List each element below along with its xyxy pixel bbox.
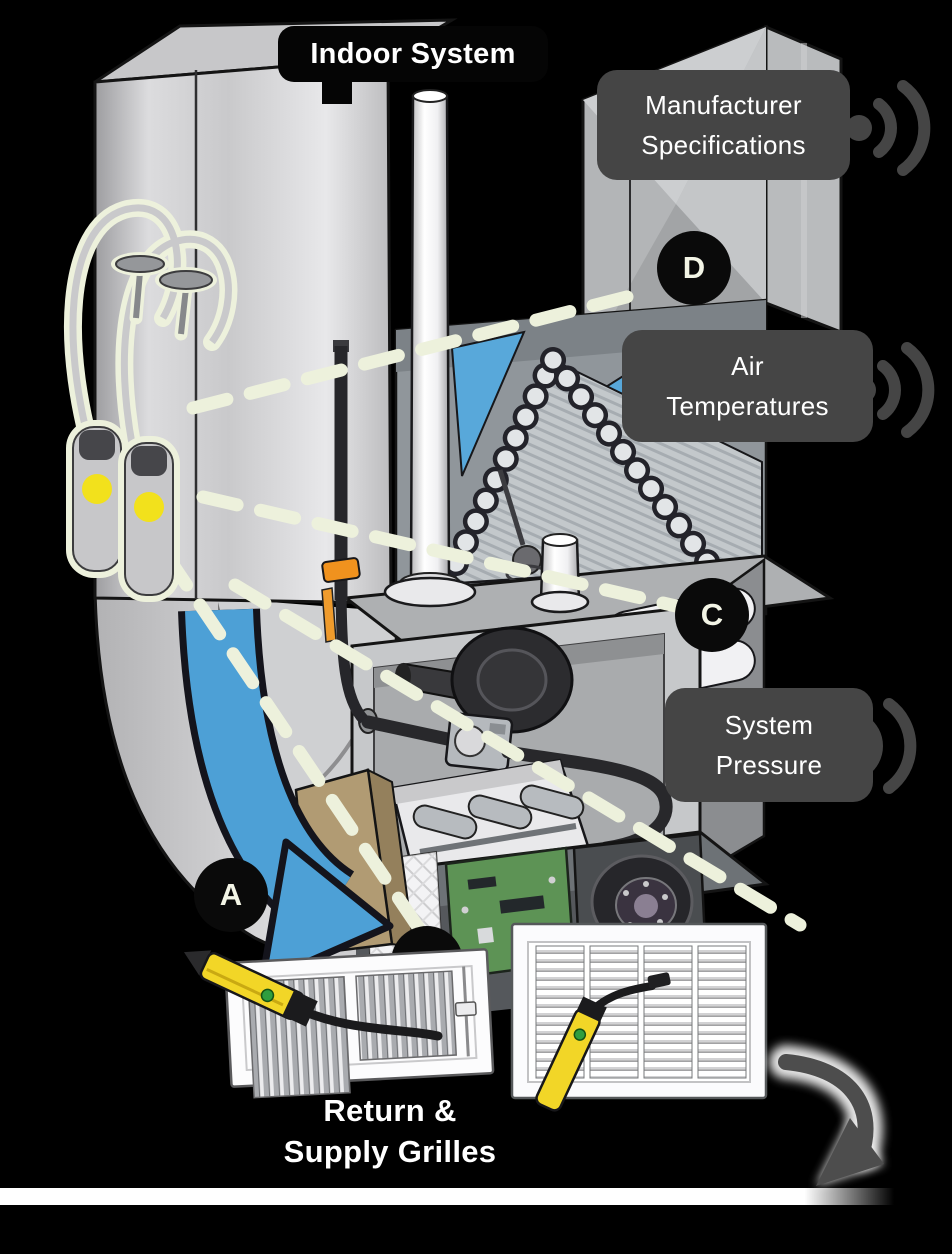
callout-line: Pressure (715, 750, 823, 780)
hand-drawn-arrow (769, 1045, 884, 1186)
callout-manufacturer-specifications[interactable]: Manufacturer Specifications (597, 70, 850, 180)
title-pointer-tab (322, 80, 352, 104)
grille-probe-right (535, 972, 671, 1112)
grille-probe-left (183, 950, 443, 1041)
connector-dashed-b (160, 549, 427, 937)
damper-lever (454, 1001, 477, 1017)
connector-dashed-grille (228, 578, 807, 932)
inducer-blower (395, 626, 574, 734)
temperature-probes (64, 198, 238, 602)
marker-d[interactable]: D (657, 231, 731, 305)
callout-line: Temperatures (666, 391, 829, 421)
gas-shutoff-valve (321, 557, 361, 583)
connector-dashed-d (186, 285, 653, 415)
marker-c[interactable]: C (675, 578, 749, 652)
page-title: Indoor System (278, 26, 548, 82)
callout-line: Specifications (641, 130, 806, 160)
coil-baffle-blue-left (450, 330, 526, 477)
callout-air-temperatures[interactable]: Air Temperatures (622, 330, 873, 442)
caption-line: Supply Grilles (283, 1134, 497, 1169)
probe-body-1 (66, 420, 128, 578)
callout-line: Air (731, 351, 764, 381)
connector-dashed-c (196, 490, 683, 613)
marker-a[interactable]: A (194, 858, 268, 932)
floor-line (0, 1188, 894, 1205)
burner-assembly (390, 758, 590, 878)
airflow-arrow (178, 608, 394, 986)
callout-line: Manufacturer (645, 90, 802, 120)
callout-line: System (724, 710, 814, 740)
grilles-caption: Return & Supply Grilles (240, 1090, 540, 1172)
callout-system-pressure[interactable]: System Pressure (665, 688, 873, 802)
probe-body-2 (118, 436, 180, 602)
caption-line: Return & (323, 1093, 457, 1128)
